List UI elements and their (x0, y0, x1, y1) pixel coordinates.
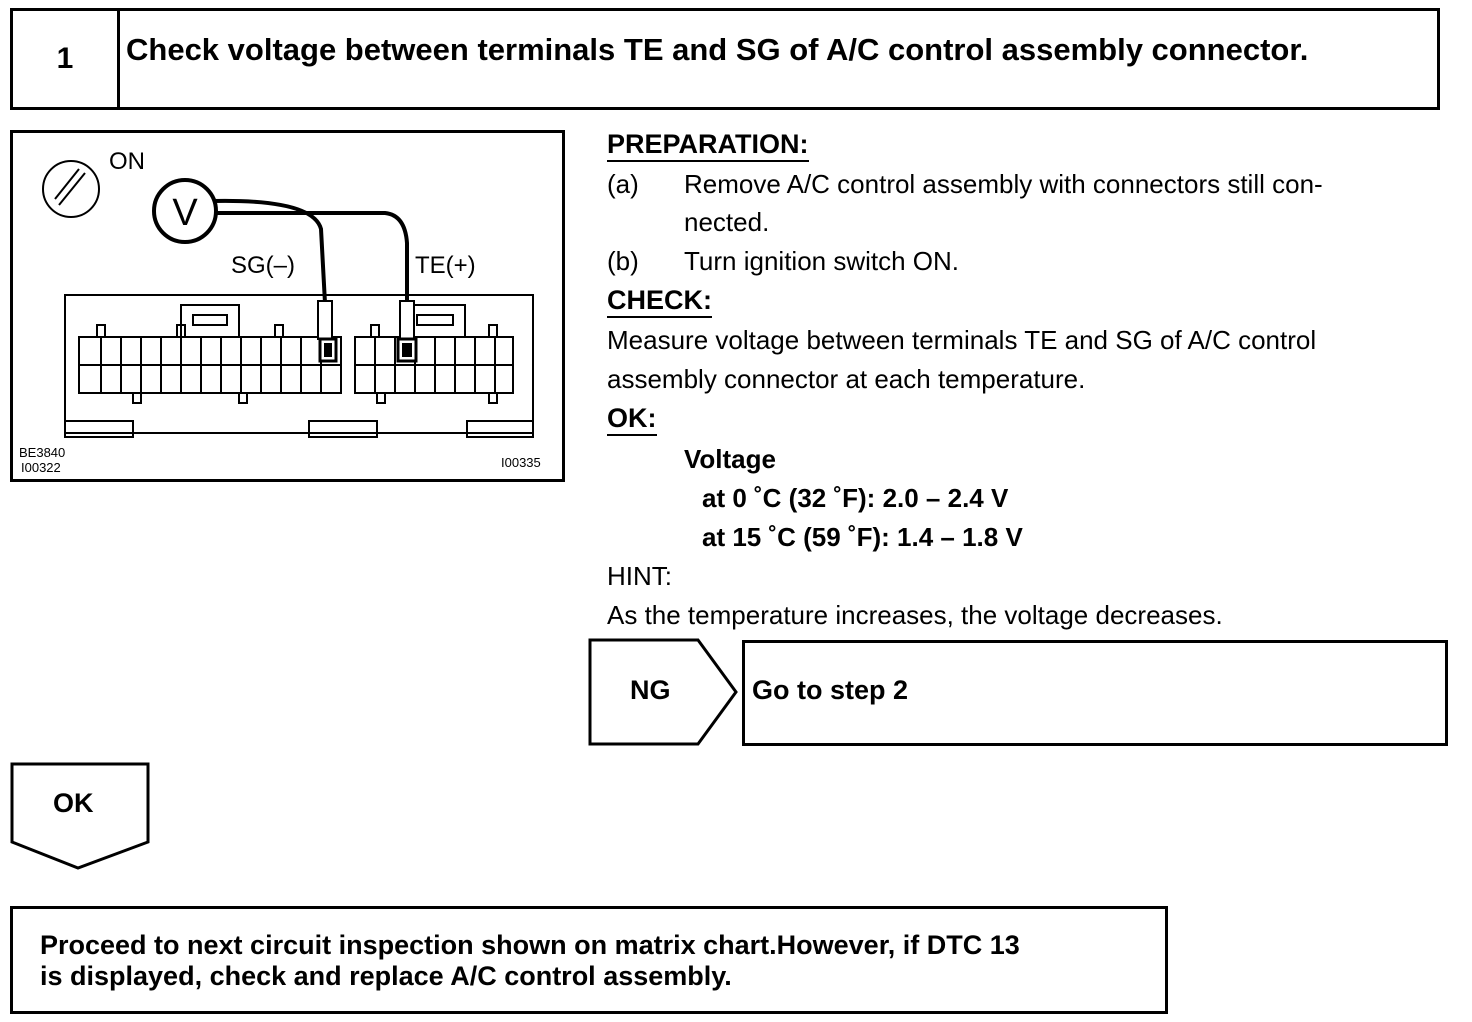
result-text: Proceed to next circuit inspection shown… (40, 930, 1020, 992)
te-terminal-label: TE(+) (415, 252, 476, 279)
ok-label: OK (53, 788, 94, 818)
switch-on-label: ON (109, 148, 145, 175)
voltmeter-icon: V (152, 178, 218, 244)
hint-text: As the temperature increases, the voltag… (607, 600, 1223, 630)
result-line-2: is displayed, check and replace A/C cont… (40, 961, 732, 991)
result-box (10, 906, 1168, 1014)
check-text-2: assembly connector at each temperature. (607, 364, 1086, 394)
check-heading: CHECK: (607, 284, 712, 318)
figure-code-left-2: I00322 (21, 460, 61, 475)
prep-b-text: Turn ignition switch ON. (684, 246, 960, 276)
spec-line-1: at 0 ˚C (32 ˚F): 2.0 – 2.4 V (702, 483, 1009, 513)
connector-icon (64, 294, 534, 438)
connector-diagram: ON V SG(–) TE(+) (19, 148, 541, 475)
prep-b-marker: (b) (607, 246, 639, 276)
voltmeter-label: V (172, 192, 198, 234)
ok-arrow (10, 762, 150, 870)
figure-code-left-1: BE3840 (19, 445, 65, 460)
ng-arrow (588, 638, 738, 746)
preparation-heading: PREPARATION: (607, 128, 809, 162)
ignition-switch-icon (42, 160, 100, 218)
prep-a-text-2: nected. (684, 207, 770, 237)
voltage-label: Voltage (684, 444, 776, 474)
ok-heading: OK: (607, 402, 657, 436)
step-header: 1 (10, 8, 1440, 110)
ng-label: NG (630, 675, 671, 705)
sg-terminal-label: SG(–) (231, 252, 295, 279)
check-text-1: Measure voltage between terminals TE and… (607, 325, 1317, 355)
sg-lead (212, 198, 327, 304)
wiring-figure: ON V SG(–) TE(+) (10, 130, 565, 482)
te-probe (396, 300, 418, 363)
step-title: Check voltage between terminals TE and S… (126, 32, 1309, 67)
prep-a-text-1: Remove A/C control assembly with connect… (684, 169, 1323, 199)
ng-result-box (742, 640, 1448, 746)
ng-action-text: Go to step 2 (752, 675, 909, 705)
sg-probe (317, 300, 338, 363)
figure-code-right: I00335 (501, 455, 541, 470)
result-line-1: Proceed to next circuit inspection shown… (40, 930, 1020, 960)
prep-a-marker: (a) (607, 169, 639, 199)
step-number: 1 (13, 11, 120, 107)
hint-heading: HINT: (607, 561, 672, 591)
te-lead (216, 211, 409, 305)
spec-line-2: at 15 ˚C (59 ˚F): 1.4 – 1.8 V (702, 522, 1023, 552)
